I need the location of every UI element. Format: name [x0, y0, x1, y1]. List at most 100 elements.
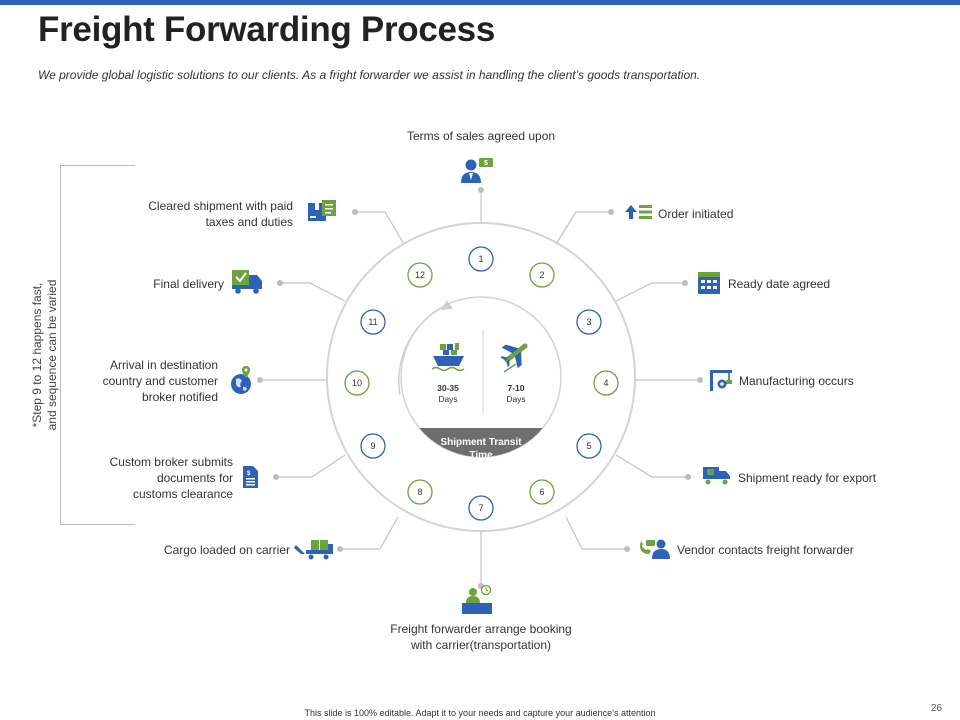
air-transit-value: 7-10 [507, 383, 524, 393]
step-label-2: Order initiated [658, 207, 734, 221]
arrow-list-icon [625, 205, 652, 219]
connector-3 [615, 282, 685, 302]
calendar-icon [698, 272, 720, 294]
crane-gear-icon [710, 370, 732, 391]
step-number-6: 6 [539, 487, 544, 497]
connector-dot [608, 209, 614, 215]
connector-dot [682, 280, 688, 286]
connector-dot [257, 377, 263, 383]
cycle-arrowhead [441, 300, 453, 310]
plane-icon [500, 343, 528, 369]
connector-dot [697, 377, 703, 383]
transit-caption-band [401, 428, 561, 457]
connectors [260, 190, 700, 586]
side-note: *Step 9 to 12 happens fast, and sequence… [30, 280, 60, 431]
transit-caption-line-2: Time [469, 450, 493, 461]
air-transit-unit: Days [506, 394, 525, 404]
connector-dot [273, 474, 279, 480]
step-label-12: Cleared shipment with paid taxes and dut… [80, 198, 293, 230]
sea-transit-value: 30-35 [437, 383, 459, 393]
step-label-10: Arrival in destination country and custo… [60, 357, 218, 405]
step-circle-1: 1 [468, 246, 494, 272]
step-label-12-line-2: taxes and duties [205, 215, 293, 229]
step-label-1: Terms of sales agreed upon [406, 129, 556, 143]
step-circle-10: 10 [344, 370, 370, 396]
top-accent-bar [0, 0, 960, 5]
step-label-11: Final delivery [153, 277, 224, 291]
svg-text:$: $ [247, 471, 251, 477]
connector-dot [277, 280, 283, 286]
step-number-9: 9 [370, 441, 375, 451]
step-label-9-line-3: customs clearance [132, 487, 233, 501]
sea-transit-unit: Days [438, 394, 457, 404]
step-label-7: Freight forwarder arrange booking with c… [331, 621, 631, 653]
step-circle-4: 4 [593, 370, 619, 396]
step-circle-11: 11 [360, 309, 386, 335]
step-circle-6: 6 [529, 479, 555, 505]
connector-6 [565, 516, 627, 550]
step-label-7-line-1: Freight forwarder arrange booking [390, 622, 572, 636]
step-label-12-line-1: Cleared shipment with paid [148, 199, 293, 213]
step-circle-9: 9 [360, 433, 386, 459]
step-number-12: 12 [415, 270, 425, 280]
plane-trail-icon [503, 363, 517, 373]
step-circle-12: 12 [407, 262, 433, 288]
step-number-1: 1 [478, 254, 483, 264]
connector-dot [337, 546, 343, 552]
footer-note: This slide is 100% editable. Adapt it to… [304, 708, 656, 718]
connector-dot [478, 187, 484, 193]
steps-9-12-bracket [60, 165, 135, 525]
step-numbers: 1 2 3 4 5 6 7 8 9 10 11 12 [344, 246, 619, 521]
connector-12 [355, 211, 405, 245]
desk-worker-icon [462, 584, 492, 614]
connector-2 [555, 211, 611, 245]
connector-11 [280, 282, 346, 302]
svg-text:$: $ [484, 160, 488, 167]
truck-box-icon [703, 467, 730, 485]
step-number-3: 3 [586, 317, 591, 327]
step-label-9: Custom broker submits documents for cust… [60, 454, 233, 502]
step-circle-7: 7 [468, 495, 494, 521]
step-label-3: Ready date agreed [728, 277, 831, 291]
page-subtitle: We provide global logistic solutions to … [38, 68, 701, 82]
connector-dot [624, 546, 630, 552]
globe-pin-icon [231, 366, 251, 394]
step-number-10: 10 [352, 378, 362, 388]
step-label-10-line-2: country and customer [102, 374, 218, 388]
step-circle-5: 5 [576, 433, 602, 459]
step-circle-3: 3 [576, 309, 602, 335]
step-label-7-line-2: with carrier(transportation) [410, 638, 552, 652]
side-note-line-1: *Step 9 to 12 happens fast, [30, 282, 44, 428]
step-number-11: 11 [368, 317, 377, 327]
step-circle-2: 2 [529, 262, 555, 288]
step-number-8: 8 [417, 487, 422, 497]
step-label-6: Vendor contacts freight forwarder [677, 543, 854, 557]
side-note-line-2: and sequence can be varied [45, 279, 59, 431]
step-label-10-line-1: Arrival in destination [109, 358, 218, 372]
step-label-9-line-1: Custom broker submits [109, 455, 233, 469]
step-number-5: 5 [586, 441, 591, 451]
cycle-arrow [398, 304, 448, 396]
step-number-4: 4 [603, 378, 608, 388]
connector-dot [685, 474, 691, 480]
connector-dot [352, 209, 358, 215]
step-number-7: 7 [478, 503, 483, 513]
step-label-8: Cargo loaded on carrier [163, 543, 290, 557]
delivery-truck-icon [232, 270, 262, 294]
connector-5 [615, 454, 688, 478]
step-number-2: 2 [539, 270, 544, 280]
connector-8 [340, 516, 399, 550]
document-icon: $ [243, 466, 258, 488]
transit-caption-line-1: Shipment Transit [440, 437, 522, 448]
connector-9 [276, 454, 346, 478]
connector-dots [257, 187, 703, 589]
step-label-4: Manufacturing occurs [739, 374, 854, 388]
page-number: 26 [930, 703, 942, 714]
step-label-5: Shipment ready for export [738, 471, 877, 485]
box-document-icon [308, 200, 336, 221]
step-label-9-line-2: documents for [156, 471, 233, 485]
phone-person-icon [640, 539, 670, 559]
step-circle-8: 8 [407, 479, 433, 505]
forklift-icon [294, 540, 333, 560]
